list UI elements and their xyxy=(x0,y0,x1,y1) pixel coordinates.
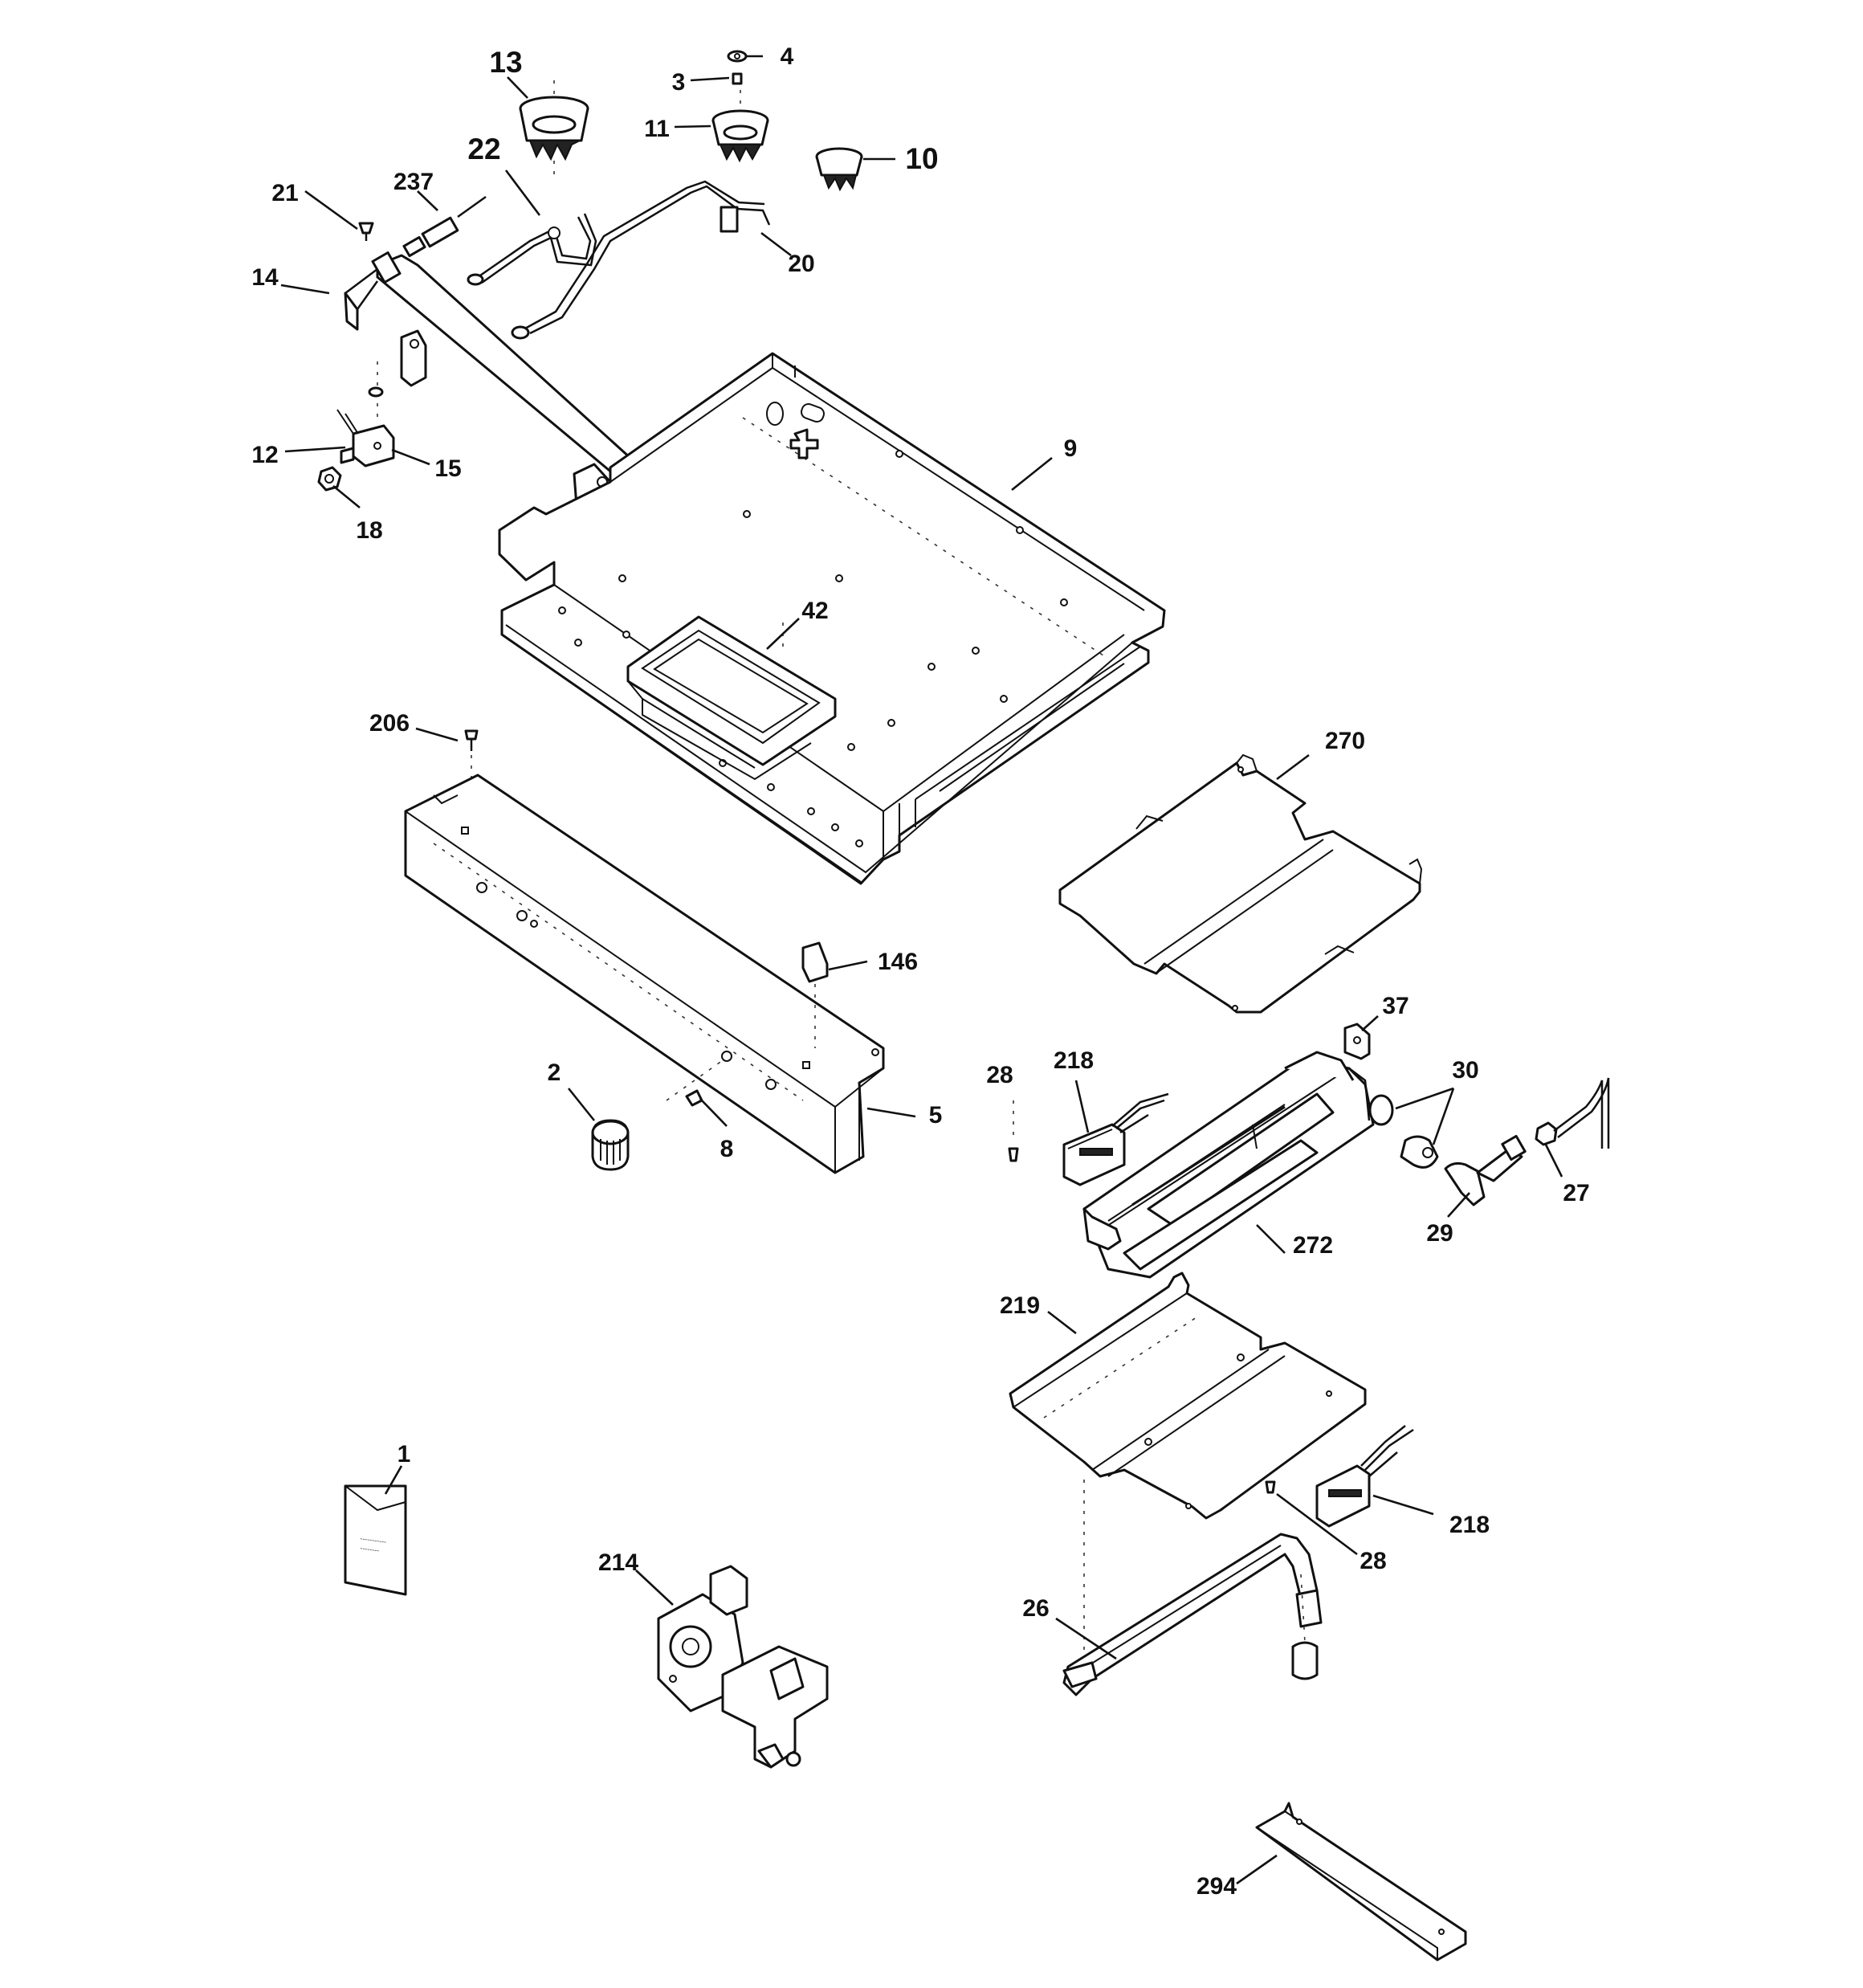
callout-14: 14 xyxy=(251,264,279,291)
callout-4: 4 xyxy=(781,43,794,70)
callout-27: 27 xyxy=(1563,1180,1589,1206)
leader-lines xyxy=(280,55,1563,1885)
callout-28-upper: 28 xyxy=(986,1062,1013,1088)
callout-42: 42 xyxy=(801,598,828,624)
callout-21: 21 xyxy=(271,180,298,206)
callout-3: 3 xyxy=(672,69,686,96)
burner-head-11 xyxy=(711,90,769,163)
valve-12 xyxy=(336,361,395,467)
burner-tube-main xyxy=(1082,1067,1371,1251)
literature-envelope-1: ----------- -------- xyxy=(344,1484,407,1596)
callout-8: 8 xyxy=(720,1136,734,1162)
callout-22: 22 xyxy=(467,133,500,165)
callout-29: 29 xyxy=(1426,1220,1453,1247)
burner-head-10 xyxy=(815,147,863,192)
fitting-237 xyxy=(402,195,487,258)
screw-3-and-washer-4 xyxy=(727,50,748,85)
callout-146: 146 xyxy=(878,949,918,975)
channel-294 xyxy=(1255,1802,1467,1961)
igniter-218-upper xyxy=(1062,1092,1169,1186)
callout-214: 214 xyxy=(598,1549,638,1576)
callout-219: 219 xyxy=(1000,1292,1040,1319)
knob-2 xyxy=(591,1119,630,1171)
tube-27 xyxy=(1535,1077,1610,1149)
callout-12: 12 xyxy=(251,442,278,468)
orifice-tube-20 xyxy=(511,180,771,340)
callout-1: 1 xyxy=(397,1441,411,1468)
svg-text:--------: -------- xyxy=(360,1544,380,1554)
callout-294: 294 xyxy=(1196,1873,1237,1900)
clip-146 xyxy=(801,941,829,1048)
callout-15: 15 xyxy=(434,455,461,482)
callout-28-lower: 28 xyxy=(1360,1548,1386,1574)
screw-21 xyxy=(358,222,374,241)
callout-11: 11 xyxy=(644,116,670,142)
collar-30 xyxy=(1368,1094,1439,1169)
burner-box-cover-42 xyxy=(626,615,837,781)
heat-shield-270 xyxy=(1058,753,1423,1014)
callout-10: 10 xyxy=(905,142,938,175)
burner-tube-272 xyxy=(1082,1051,1375,1279)
callout-26: 26 xyxy=(1022,1595,1049,1622)
callout-272: 272 xyxy=(1293,1232,1333,1259)
callout-218-lower: 218 xyxy=(1449,1512,1490,1538)
elbow-29 xyxy=(1444,1134,1527,1206)
callout-206: 206 xyxy=(369,710,410,737)
callout-18: 18 xyxy=(356,517,382,544)
bracket-37 xyxy=(1343,1023,1371,1060)
burner-box-9 xyxy=(498,352,1166,885)
callout-270: 270 xyxy=(1325,728,1365,754)
burner-26 xyxy=(1062,1533,1323,1696)
screw-28-lower xyxy=(1265,1480,1276,1494)
nut-18 xyxy=(317,466,342,492)
callout-37: 37 xyxy=(1382,993,1408,1019)
callout-5: 5 xyxy=(929,1102,943,1129)
manifold-panel-5 xyxy=(404,774,885,1174)
callout-30: 30 xyxy=(1452,1057,1478,1084)
callout-9: 9 xyxy=(1064,435,1078,462)
igniter-218-lower xyxy=(1315,1425,1414,1528)
box-mounting-holes xyxy=(558,450,1068,847)
callout-237: 237 xyxy=(393,169,434,195)
callout-218-upper: 218 xyxy=(1054,1047,1094,1074)
callout-2: 2 xyxy=(548,1059,561,1086)
svg-text:-----------: ----------- xyxy=(360,1534,387,1545)
callout-labels: 1 2 3 4 5 8 9 10 11 12 13 14 15 18 20 21… xyxy=(251,43,1589,1900)
orifice-tube-22 xyxy=(467,213,597,286)
burner-head-13 xyxy=(519,80,589,177)
baffle-219 xyxy=(1009,1272,1367,1520)
callout-13: 13 xyxy=(489,46,522,79)
screw-28-upper xyxy=(1008,1100,1019,1162)
gas-valve-214 xyxy=(657,1565,829,1769)
callout-20: 20 xyxy=(788,251,814,277)
